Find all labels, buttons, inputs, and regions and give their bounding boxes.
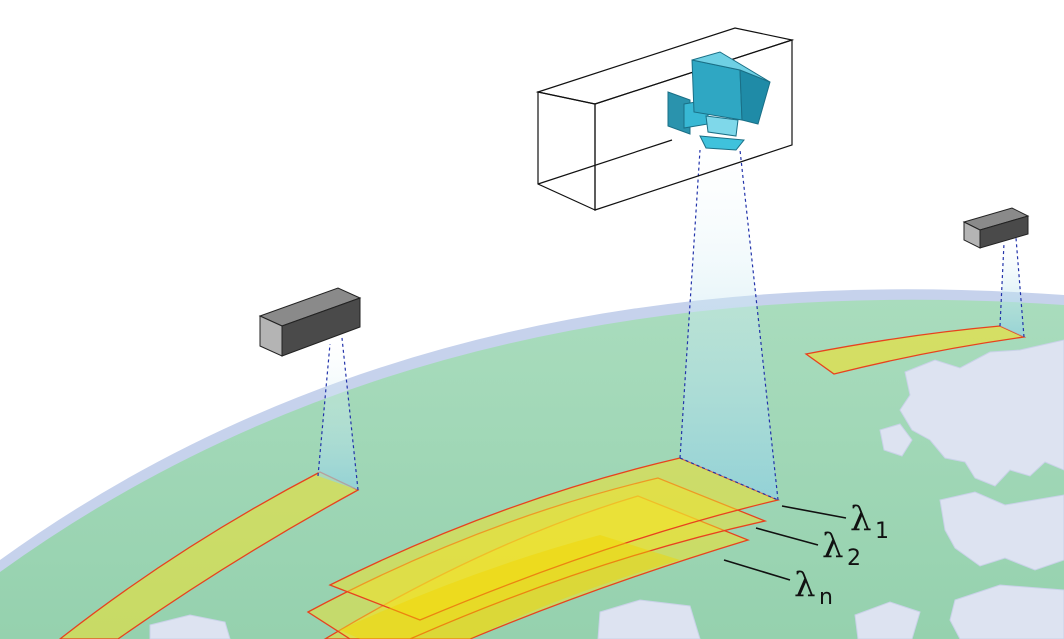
center-beam (679, 149, 779, 501)
sensor-box-icon (962, 207, 1030, 249)
svg-text:2: 2 (847, 546, 861, 571)
left-beam (317, 337, 359, 491)
svg-text:λ: λ (850, 499, 872, 539)
earth-surface (0, 299, 1064, 639)
band-label-1: λ 1 (850, 499, 889, 544)
swath-highlight (340, 535, 680, 639)
svg-text:λ: λ (794, 565, 816, 605)
sensor-box-icon (258, 287, 362, 357)
center-swaths (306, 457, 781, 639)
landmass (149, 339, 1064, 639)
svg-text:n: n (819, 585, 833, 610)
leader-lines (723, 505, 847, 581)
band-label-2: λ 2 (822, 526, 861, 571)
band-label-n: λ n (794, 565, 833, 610)
right-beam (999, 237, 1025, 338)
earth (0, 289, 1064, 639)
svg-text:λ: λ (822, 526, 844, 566)
hyperspectral-camera-icon (667, 51, 771, 151)
svg-text:1: 1 (875, 519, 889, 544)
